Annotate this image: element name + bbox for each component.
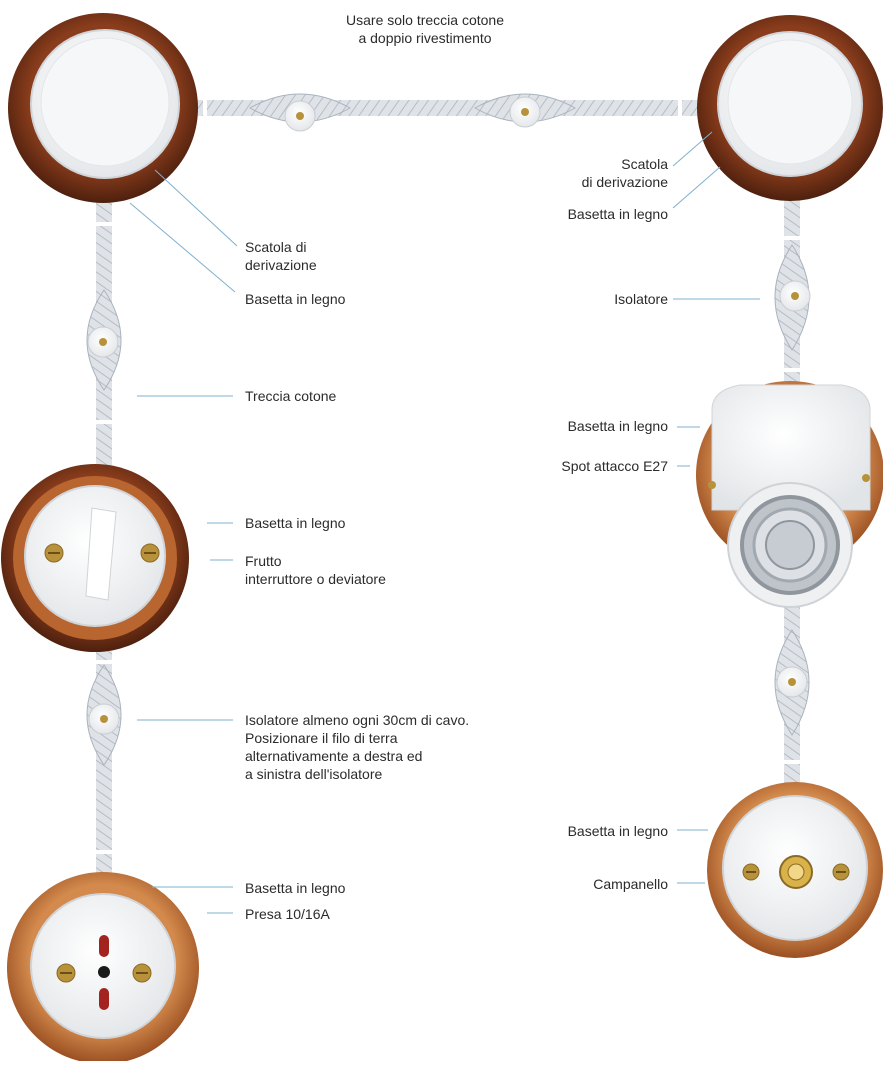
insulator-top-1 [285, 101, 315, 131]
insulator-right-2 [777, 667, 807, 697]
junction-box-right [697, 15, 883, 201]
label-bell: Campanello [520, 875, 668, 893]
label-spot-e27: Spot attacco E27 [520, 457, 668, 475]
insulator-right-1 [780, 281, 810, 311]
header-note: Usare solo treccia cotone a doppio rives… [300, 11, 550, 47]
label-insulator-note-line-3: alternativamente a destra ed [245, 747, 469, 765]
label-wood-base-left-1: Basetta in legno [245, 290, 345, 308]
leader-lines [130, 132, 760, 913]
label-junction-box-right-line-1: Scatola [540, 155, 668, 173]
label-switch-line-2: interruttore o deviatore [245, 570, 386, 588]
label-wood-base-left-3: Basetta in legno [245, 879, 345, 897]
label-insulator-note-line-1: Isolatore almeno ogni 30cm di cavo. [245, 711, 469, 729]
insulator-top-2 [510, 97, 540, 127]
label-wood-base-right-2: Basetta in legno [520, 417, 668, 435]
bell-device [707, 782, 883, 958]
spot-e27-device [696, 381, 883, 607]
label-wood-base-right-3: Basetta in legno [520, 822, 668, 840]
label-insulator-right: Isolatore [540, 290, 668, 308]
label-switch-line-1: Frutto [245, 552, 386, 570]
label-junction-box-left-line-2: derivazione [245, 256, 317, 274]
label-insulator-note-line-2: Posizionare il filo di terra [245, 729, 469, 747]
label-insulator-note: Isolatore almeno ogni 30cm di cavo. Posi… [245, 711, 469, 783]
header-note-line-2: a doppio rivestimento [300, 29, 550, 47]
insulator-left-1 [88, 327, 118, 357]
switch-device [1, 464, 189, 652]
socket-device [7, 872, 199, 1061]
label-junction-box-left: Scatola di derivazione [245, 238, 317, 274]
insulator-left-2 [89, 704, 119, 734]
header-note-line-1: Usare solo treccia cotone [300, 11, 550, 29]
label-junction-box-left-line-1: Scatola di [245, 238, 317, 256]
cable-top [170, 94, 715, 122]
label-socket: Presa 10/16A [245, 905, 330, 923]
label-insulator-note-line-4: a sinistra dell'isolatore [245, 765, 469, 783]
label-wood-base-left-2: Basetta in legno [245, 514, 345, 532]
label-junction-box-right-line-2: di derivazione [540, 173, 668, 191]
label-cotton-braid: Treccia cotone [245, 387, 336, 405]
junction-box-left [8, 13, 198, 203]
label-junction-box-right: Scatola di derivazione [540, 155, 668, 191]
label-switch: Frutto interruttore o deviatore [245, 552, 386, 588]
label-wood-base-right-1: Basetta in legno [520, 205, 668, 223]
